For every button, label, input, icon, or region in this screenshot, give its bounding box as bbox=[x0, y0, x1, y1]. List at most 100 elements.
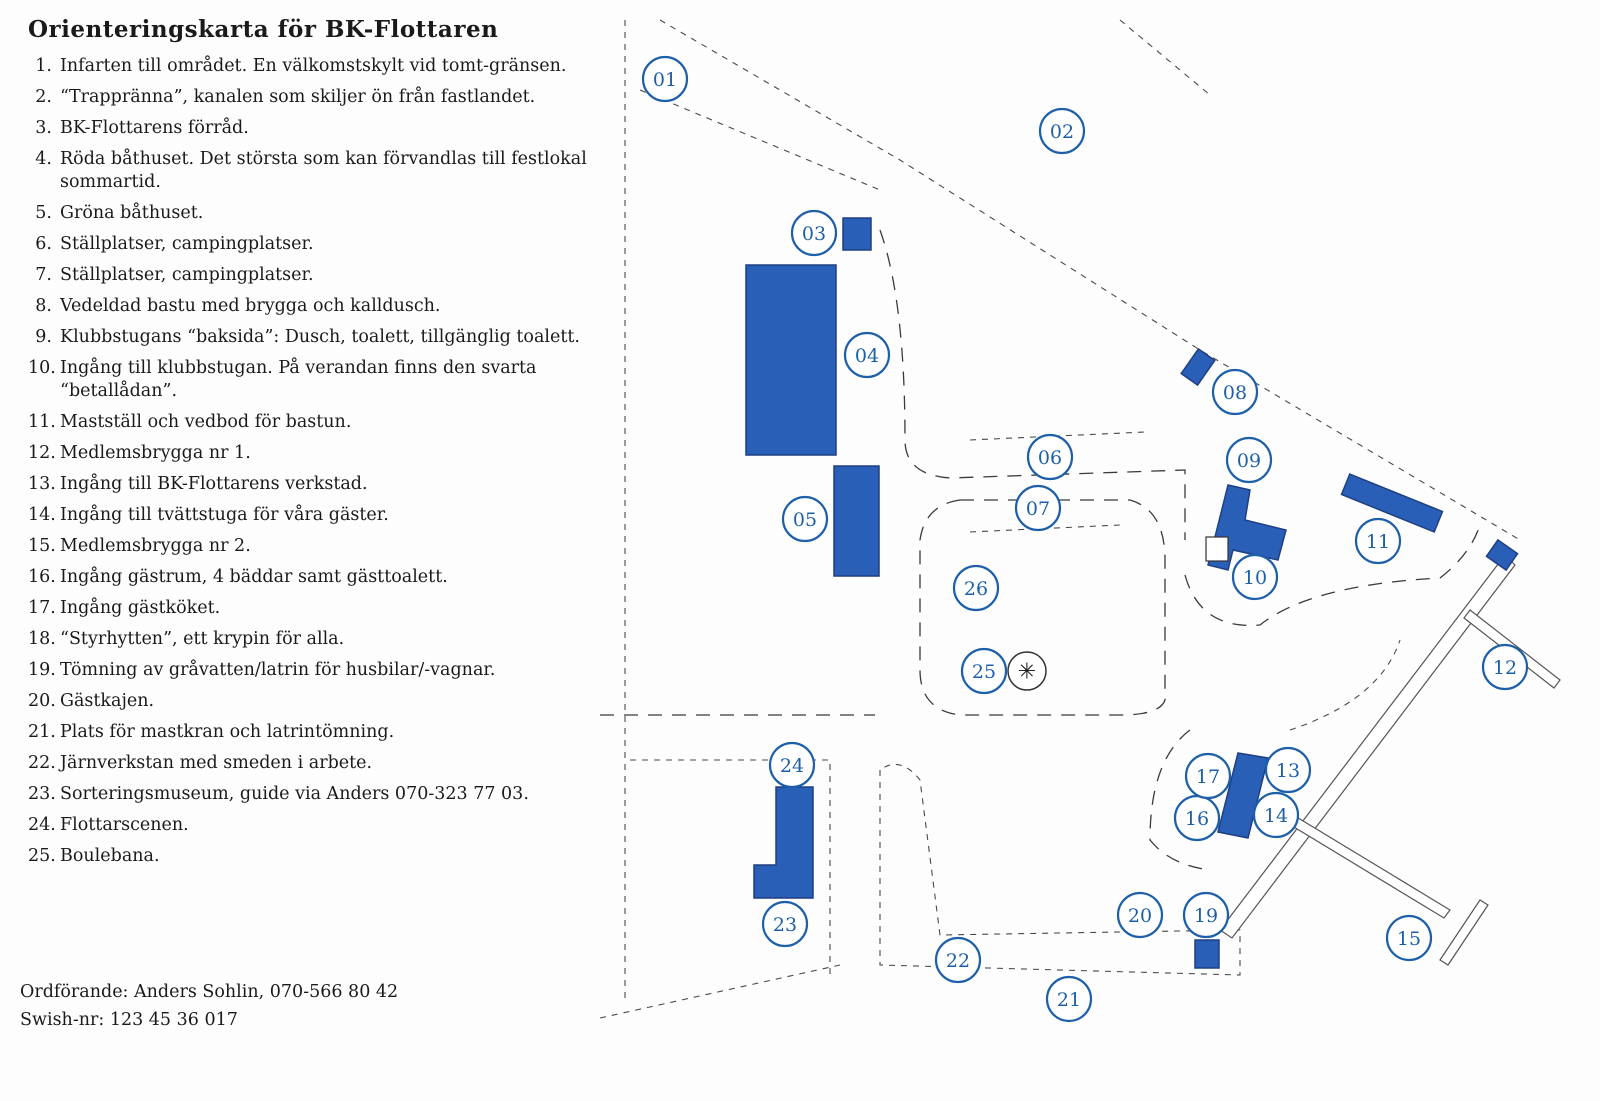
marker-circle bbox=[1231, 553, 1279, 601]
map-marker-24: 24 bbox=[768, 741, 816, 789]
legend-item: 5Gröna båthuset. bbox=[28, 202, 618, 225]
building-shed bbox=[1485, 538, 1519, 572]
building-drain bbox=[1194, 939, 1220, 969]
clubhouse-veranda bbox=[1205, 536, 1229, 562]
legend-item: 18“Styrhytten”, ett krypin för alla. bbox=[28, 628, 618, 651]
legend-text: Röda båthuset. Det största som kan förva… bbox=[60, 149, 587, 192]
marker-label: 03 bbox=[802, 223, 826, 245]
legend-text: Sorteringsmuseum, guide via Anders 070-3… bbox=[60, 784, 529, 804]
legend-text: Ställplatser, campingplatser. bbox=[60, 265, 314, 285]
legend-number: 7 bbox=[28, 264, 52, 287]
marker-label: 04 bbox=[855, 345, 879, 367]
map-marker-22: 22 bbox=[934, 936, 982, 984]
building-storage bbox=[842, 217, 872, 251]
legend-text: “Trappränna”, kanalen som skiljer ön frå… bbox=[60, 87, 536, 107]
map-marker-14: 14 bbox=[1252, 791, 1300, 839]
legend-item: 7 Ställplatser, campingplatser. bbox=[28, 264, 618, 287]
clubhouse-road bbox=[1184, 524, 1481, 627]
legend-text: Plats för mastkran och latrintömning. bbox=[60, 722, 395, 742]
legend-item: 21Plats för mastkran och latrintömning. bbox=[28, 721, 618, 744]
legend-text: Flottarscenen. bbox=[60, 815, 189, 835]
legend-item: 4 Röda båthuset. Det största som kan förv… bbox=[28, 148, 618, 194]
legend-text: Tömning av gråvatten/latrin för husbilar… bbox=[60, 660, 496, 680]
legend-number: 13 bbox=[28, 473, 52, 496]
legend-list: 1Infarten till området. En välkomstskylt… bbox=[28, 55, 618, 868]
marker-circle bbox=[1182, 891, 1230, 939]
legend-number: 2 bbox=[28, 86, 52, 109]
map-marker-08: 08 bbox=[1211, 368, 1259, 416]
map-marker-06: 06 bbox=[1026, 433, 1074, 481]
legend-text: Gästkajen. bbox=[60, 691, 155, 711]
marker-circle bbox=[960, 647, 1008, 695]
map-marker-01: 01 bbox=[641, 55, 689, 103]
marker-circle bbox=[1225, 436, 1273, 484]
legend-text: Medlemsbrygga nr 2. bbox=[60, 536, 251, 556]
legend-item: 20 Gästkajen. bbox=[28, 690, 618, 713]
legend-item: 22Järnverkstan med smeden i arbete. bbox=[28, 752, 618, 775]
legend-number: 15 bbox=[28, 535, 52, 558]
marker-circle bbox=[761, 900, 809, 948]
legend-number: 20 bbox=[28, 690, 52, 713]
legend-number: 16 bbox=[28, 566, 52, 589]
marker-circle bbox=[1014, 484, 1062, 532]
marker-circle bbox=[1116, 891, 1164, 939]
legend-number: 10 bbox=[28, 357, 52, 380]
legend-item: 17 Ingång gästköket. bbox=[28, 597, 618, 620]
map-marker-20: 20 bbox=[1116, 891, 1164, 939]
legend-item: 16Ingång gästrum, 4 bäddar samt gästtoal… bbox=[28, 566, 618, 589]
legend-item: 3BK-Flottarens förråd. bbox=[28, 117, 618, 140]
marker-label: 21 bbox=[1057, 989, 1081, 1011]
legend-text: Ingång till klubbstugan. På verandan fin… bbox=[60, 358, 537, 401]
map-marker-11: 11 bbox=[1354, 517, 1402, 565]
marker-label: 20 bbox=[1128, 905, 1152, 927]
legend-item: 6Ställplatser, campingplatser. bbox=[28, 233, 618, 256]
building-museum bbox=[753, 786, 814, 899]
marker-label: 26 bbox=[964, 578, 988, 600]
legend-number: 12 bbox=[28, 442, 52, 465]
legend-number: 4 bbox=[28, 148, 52, 171]
marker-circle bbox=[1045, 975, 1093, 1023]
marker-circle bbox=[768, 741, 816, 789]
main-road bbox=[879, 229, 1186, 540]
map-marker-23: 23 bbox=[761, 900, 809, 948]
map-marker-12: 12 bbox=[1481, 643, 1529, 691]
marker-label: 10 bbox=[1243, 567, 1267, 589]
marker-circle bbox=[1184, 752, 1232, 800]
legend-number: 19 bbox=[28, 659, 52, 682]
legend-number: 14 bbox=[28, 504, 52, 527]
marker-circle bbox=[1385, 914, 1433, 962]
marker-circle bbox=[952, 564, 1000, 612]
camping-loop bbox=[919, 499, 1166, 716]
legend-item: 11Mastställ och vedbod för bastun. bbox=[28, 411, 618, 434]
legend-number: 23 bbox=[28, 783, 52, 806]
legend-text: Boulebana. bbox=[60, 846, 160, 866]
contact-info: Ordförande: Anders Sohlin, 070-566 80 42… bbox=[20, 978, 398, 1034]
quay-area bbox=[879, 763, 1241, 976]
legend-text: Ingång gästköket. bbox=[60, 598, 221, 618]
marker-label: 19 bbox=[1194, 905, 1218, 927]
marker-label: 11 bbox=[1366, 531, 1390, 553]
legend-text: Järnverkstan med smeden i arbete. bbox=[60, 753, 373, 773]
member-pier-2 bbox=[1278, 809, 1451, 919]
legend-item: 12Medlemsbrygga nr 1. bbox=[28, 442, 618, 465]
swish-number: Swish-nr: 123 45 36 017 bbox=[20, 1010, 238, 1030]
canal-edge bbox=[659, 19, 1521, 541]
marker-label: 13 bbox=[1276, 760, 1300, 782]
legend-item: 24Flottarscenen. bbox=[28, 814, 618, 837]
marker-label: 15 bbox=[1397, 928, 1421, 950]
marker-label: 09 bbox=[1237, 450, 1261, 472]
marker-circle bbox=[781, 495, 829, 543]
legend-item: 1Infarten till området. En välkomstskylt… bbox=[28, 55, 618, 78]
legend-text: Ställplatser, campingplatser. bbox=[60, 234, 314, 254]
building-red-boathouse bbox=[745, 264, 837, 456]
legend-text: BK-Flottarens förråd. bbox=[60, 118, 249, 138]
marker-circle bbox=[1354, 517, 1402, 565]
map-marker-13: 13 bbox=[1264, 746, 1312, 794]
legend-item: 19 Tömning av gråvatten/latrin för husbil… bbox=[28, 659, 618, 682]
legend-number: 17 bbox=[28, 597, 52, 620]
legend-text: Infarten till området. En välkomstskylt … bbox=[60, 56, 567, 76]
north-edge bbox=[1119, 19, 1211, 96]
marker-label: 02 bbox=[1050, 121, 1074, 143]
marker-circle bbox=[1026, 433, 1074, 481]
legend-text: Gröna båthuset. bbox=[60, 203, 204, 223]
